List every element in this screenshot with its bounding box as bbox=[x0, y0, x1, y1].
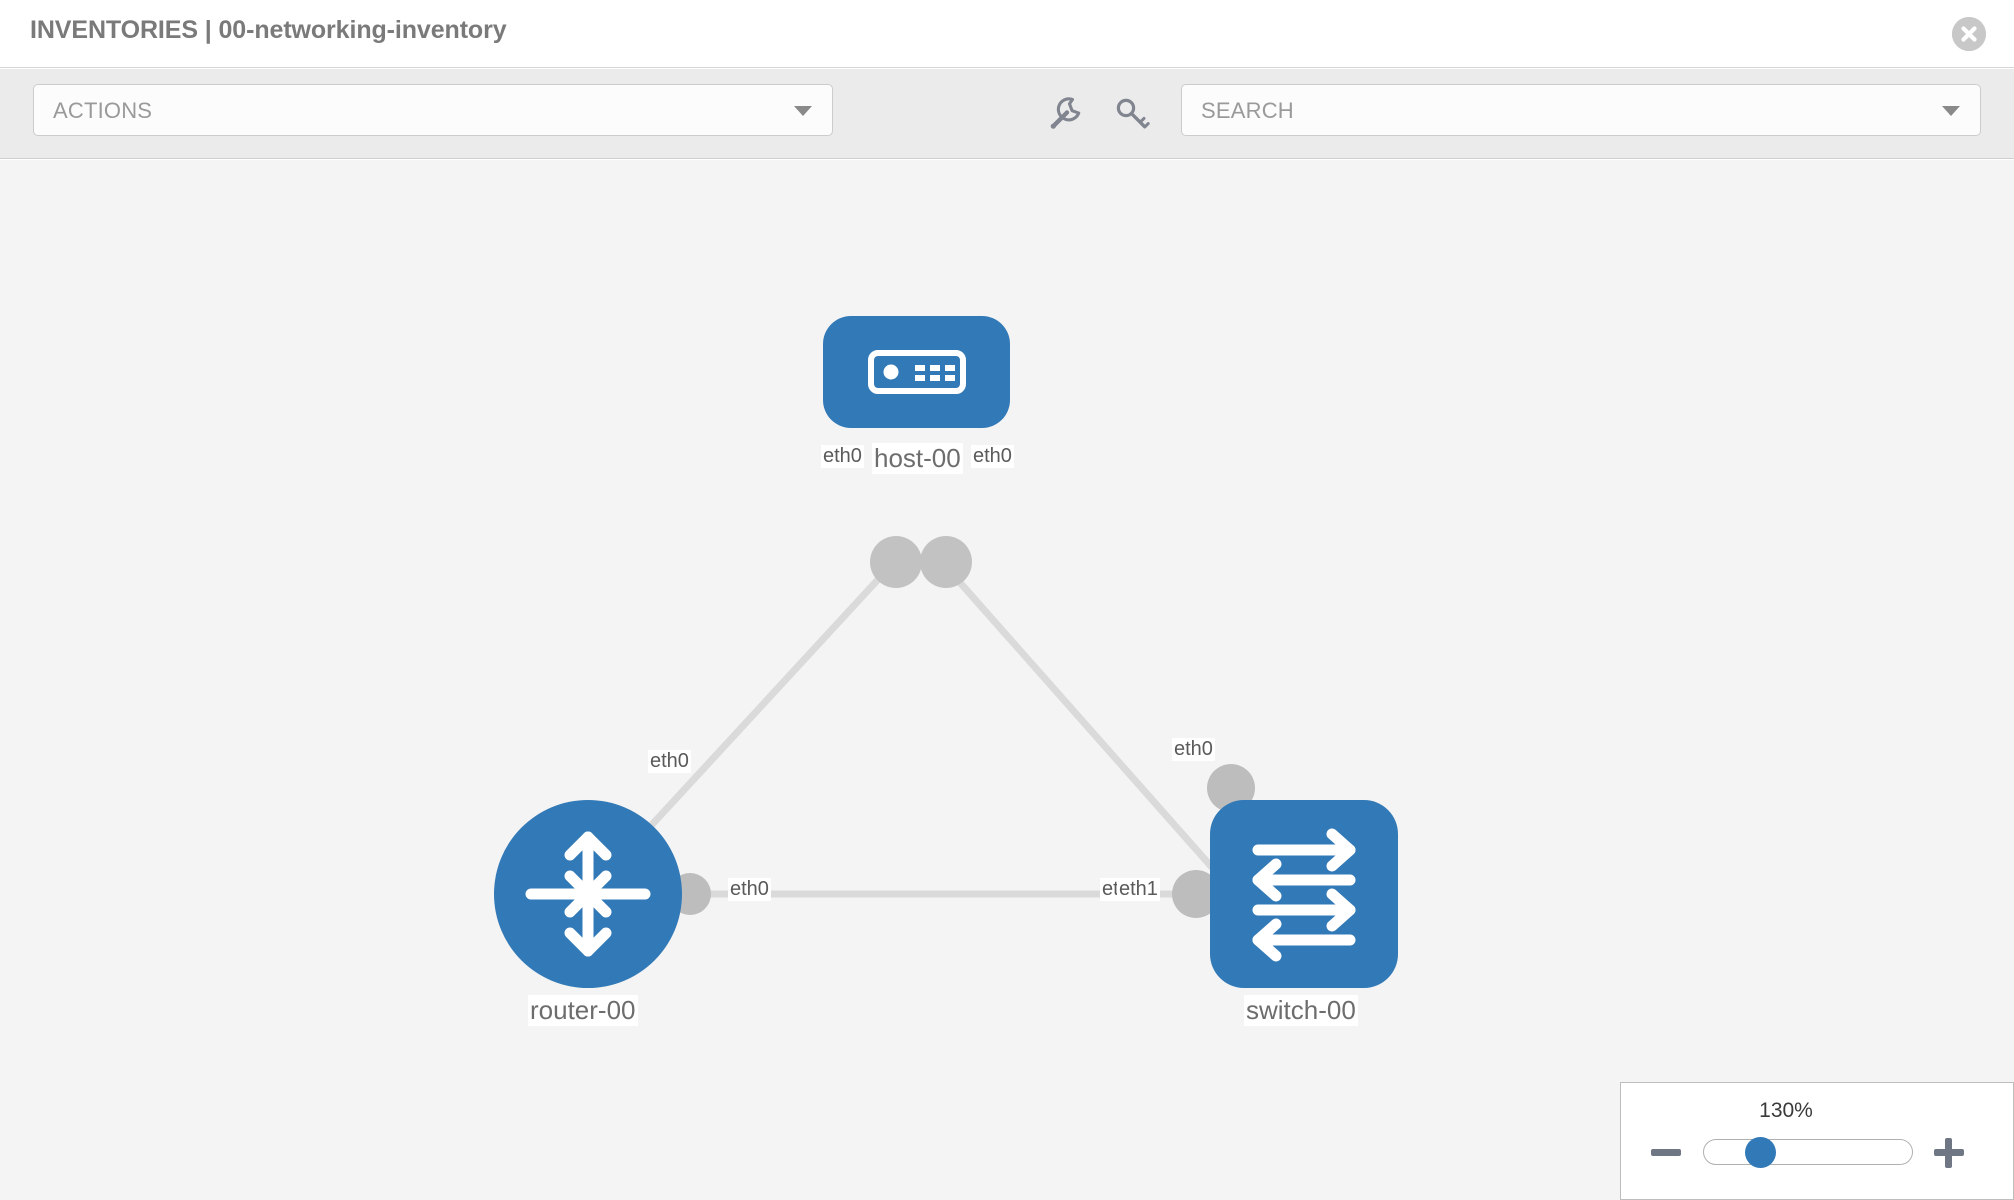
key-icon[interactable] bbox=[1113, 95, 1151, 133]
node-switch-00-shape bbox=[1210, 800, 1398, 988]
page-header: INVENTORIES | 00-networking-inventory bbox=[0, 0, 2014, 68]
node-router-00-shape bbox=[494, 800, 682, 988]
zoom-slider[interactable] bbox=[1703, 1139, 1913, 1165]
search-input[interactable]: SEARCH bbox=[1181, 84, 1981, 136]
node-switch-00[interactable] bbox=[1210, 800, 1398, 988]
actions-dropdown[interactable]: ACTIONS bbox=[33, 84, 833, 136]
node-label-switch-00: switch-00 bbox=[1244, 995, 1358, 1026]
connector-nub-switch-left bbox=[1172, 870, 1220, 918]
edge-host-switch bbox=[937, 557, 1235, 893]
connector-nub-host-left bbox=[870, 536, 922, 588]
zoom-control-panel: 130% bbox=[1620, 1082, 2014, 1200]
close-icon[interactable] bbox=[1952, 17, 1986, 51]
plus-icon-vertical-bar[interactable] bbox=[1945, 1138, 1952, 1168]
edge-label-host-router-near-router: eth0 bbox=[648, 750, 691, 773]
edge-label-host-switch-near-host: eth0 bbox=[971, 445, 1014, 468]
node-router-00[interactable] bbox=[494, 800, 682, 988]
edge-label-host-switch-near-switch: eth0 bbox=[1172, 738, 1215, 761]
node-label-router-00: router-00 bbox=[528, 995, 638, 1026]
zoom-slider-thumb[interactable] bbox=[1745, 1137, 1776, 1168]
zoom-level-value: 130% bbox=[1759, 1099, 1813, 1122]
edge-label-host-router-near-host: eth0 bbox=[821, 445, 864, 468]
node-host-00[interactable] bbox=[823, 316, 1010, 428]
edge-label-router-switch-near-router: eth0 bbox=[728, 878, 771, 901]
chevron-down-icon bbox=[794, 106, 812, 116]
page-title: INVENTORIES | 00-networking-inventory bbox=[30, 16, 507, 44]
node-host-00-shape bbox=[823, 316, 1010, 428]
node-label-host-00: host-00 bbox=[872, 443, 963, 474]
edge-label-router-switch-near-switch-eth1: eth1 bbox=[1117, 878, 1160, 901]
topology-canvas[interactable]: host-00 router-00 bbox=[0, 160, 2014, 1200]
actions-dropdown-label: ACTIONS bbox=[53, 98, 153, 123]
wrench-icon[interactable] bbox=[1046, 95, 1084, 133]
search-placeholder: SEARCH bbox=[1201, 98, 1294, 123]
connector-nub-host-right bbox=[920, 536, 972, 588]
chevron-down-icon bbox=[1942, 106, 1960, 116]
minus-icon[interactable] bbox=[1651, 1149, 1681, 1156]
